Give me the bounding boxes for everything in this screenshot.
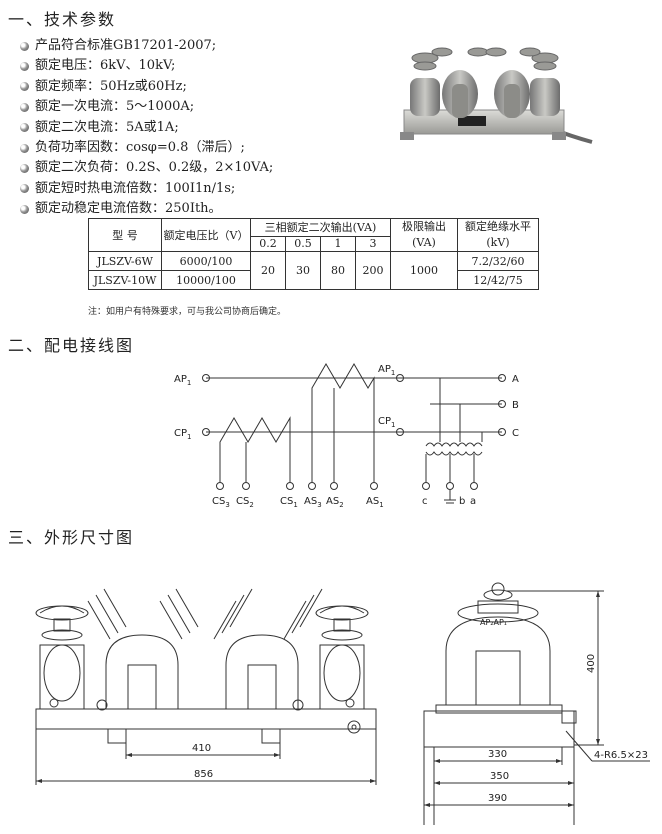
- label-phase-a: A: [512, 374, 519, 385]
- cell-output: 30: [285, 251, 321, 290]
- th-class: 3: [355, 235, 391, 253]
- label-cp1: CP1: [174, 428, 191, 441]
- label-ap1-right: AP1: [378, 364, 395, 377]
- spec-list: 产品符合标准GB17201-2007; 额定电压：6kV、10kV; 额定频率：…: [20, 36, 273, 220]
- bullet-icon: [20, 41, 29, 51]
- cell-limit: 1000: [390, 251, 458, 290]
- cell-model: JLSZV-6W: [88, 251, 162, 271]
- cell-output: 80: [320, 251, 356, 290]
- spec-item: 额定电压：6kV、10kV;: [20, 56, 273, 76]
- cell-ratio: 10000/100: [161, 270, 251, 290]
- spec-table: 型 号 额定电压比（V） 三相额定二次输出(VA) 极限输出(VA) 额定绝缘水…: [88, 218, 539, 290]
- spec-item: 额定短时热电流倍数：100I1n/1s;: [20, 179, 273, 199]
- bullet-icon: [20, 82, 29, 92]
- dim-330: 330: [488, 749, 507, 760]
- label-ap1: AP1: [174, 374, 191, 387]
- th-class: 0.2: [250, 235, 286, 253]
- label-terminal: CS1: [280, 496, 298, 509]
- dim-390: 390: [488, 793, 507, 804]
- th-class: 0.5: [285, 235, 321, 253]
- label-cp1-right: CP1: [378, 416, 395, 429]
- cell-output: 200: [355, 251, 391, 290]
- label-terminal: AS2: [326, 496, 344, 509]
- spec-item: 额定二次电流：5A或1A;: [20, 118, 273, 138]
- th-ratio: 额定电压比（V）: [161, 218, 251, 252]
- bullet-icon: [20, 123, 29, 133]
- section-title-wiring: 二、配电接线图: [8, 336, 135, 355]
- table-note: 注：如用户有特殊要求，可与我公司协商后确定。: [88, 307, 287, 317]
- bullet-icon: [20, 164, 29, 174]
- th-model: 型 号: [88, 218, 162, 252]
- spec-item: 额定一次电流：5～1000A;: [20, 97, 273, 117]
- label-secondary: a: [470, 496, 476, 507]
- label-terminal: CS3: [212, 496, 230, 509]
- bullet-icon: [20, 102, 29, 112]
- bullet-icon: [20, 143, 29, 153]
- cell-output: 20: [250, 251, 286, 290]
- outline-drawing: 410 856 330 350 390 400 4-R6.5×23 AP₂AP₁: [35, 582, 650, 825]
- label-phase-b: B: [512, 400, 519, 411]
- spec-item: 额定动稳定电流倍数：250Ith。: [20, 199, 273, 219]
- dim-350: 350: [490, 771, 509, 782]
- spec-item: 产品符合标准GB17201-2007;: [20, 36, 273, 56]
- th-output: 三相额定二次输出(VA): [250, 218, 391, 237]
- bullet-icon: [20, 204, 29, 214]
- cell-model: JLSZV-10W: [88, 270, 162, 290]
- cell-insulation: 12/42/75: [457, 270, 539, 290]
- label-terminal: AS1: [366, 496, 384, 509]
- label-phase-c: C: [512, 428, 519, 439]
- product-photo: [400, 47, 593, 144]
- cell-insulation: 7.2/32/60: [457, 251, 539, 271]
- label-secondary: b: [459, 496, 465, 507]
- label-terminal: CS2: [236, 496, 254, 509]
- dim-856: 856: [194, 769, 213, 780]
- bullet-icon: [20, 184, 29, 194]
- wiring-diagram: AP1 CP1 AP1 CP1 A B C CS3 CS2 CS1 AS3 AS…: [174, 363, 519, 509]
- ap-label: AP₂AP₁: [480, 618, 507, 627]
- dim-410: 410: [192, 743, 211, 754]
- cell-ratio: 6000/100: [161, 251, 251, 271]
- spec-item: 额定频率：50Hz或60Hz;: [20, 77, 273, 97]
- th-limit: 极限输出(VA): [390, 218, 458, 252]
- spec-item: 额定二次负荷：0.2S、0.2级，2×10VA;: [20, 158, 273, 178]
- label-terminal: AS3: [304, 496, 322, 509]
- spec-item: 负荷功率因数：cosφ=0.8（滞后）;: [20, 138, 273, 158]
- th-class: 1: [320, 235, 356, 253]
- th-insulation: 额定绝缘水平(kV): [457, 218, 539, 252]
- section-title-tech-params: 一、技术参数: [8, 10, 117, 29]
- bullet-icon: [20, 62, 29, 72]
- dim-holes: 4-R6.5×23: [594, 750, 648, 761]
- section-title-outline: 三、外形尺寸图: [8, 528, 135, 547]
- dim-400: 400: [586, 654, 597, 673]
- label-secondary: c: [422, 496, 428, 507]
